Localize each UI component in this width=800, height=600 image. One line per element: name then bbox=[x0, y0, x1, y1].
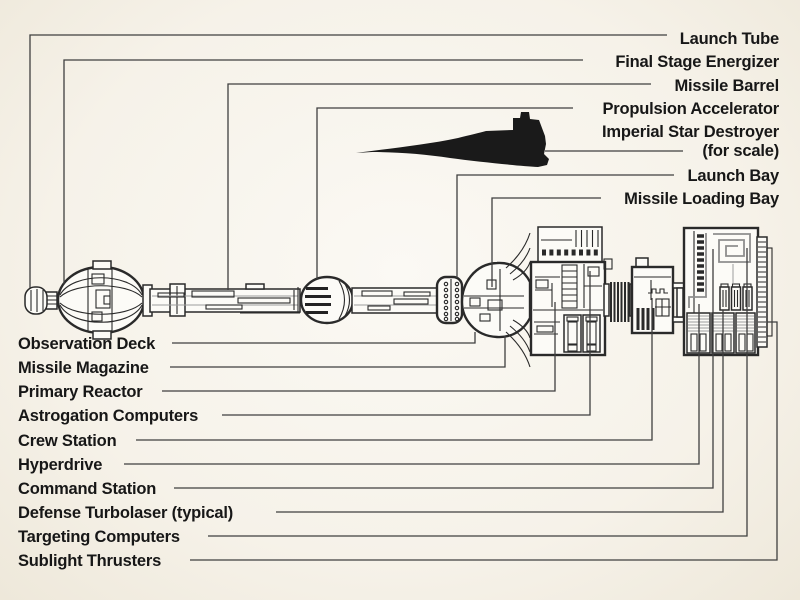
label-primary-reactor: Primary Reactor bbox=[18, 383, 143, 401]
ibeam-connector bbox=[672, 282, 687, 323]
weapon-ship-drawing bbox=[24, 226, 773, 368]
reactor-superstructure-block bbox=[529, 226, 613, 357]
leader-final-stage-energizer bbox=[63, 59, 583, 284]
leader-targeting-computers bbox=[208, 248, 748, 537]
label-missile-magazine: Missile Magazine bbox=[18, 359, 149, 377]
launch-tube-muzzle-dome bbox=[24, 286, 58, 315]
leader-command-station bbox=[174, 249, 714, 489]
leader-lines bbox=[29, 34, 778, 561]
label-imperial-star-destroyer: Imperial Star Destroyer bbox=[602, 123, 780, 141]
label-propulsion-accelerator: Propulsion Accelerator bbox=[602, 100, 779, 118]
sublight-thruster-plate bbox=[756, 236, 773, 348]
leader-observation-deck bbox=[172, 332, 476, 344]
label-command-station: Command Station bbox=[18, 480, 156, 498]
leader-astrogation-computers bbox=[222, 271, 591, 416]
leader-missile-loading-bay bbox=[491, 197, 601, 287]
leader-defense-turbolaser bbox=[276, 310, 724, 513]
leader-propulsion-accelerator bbox=[316, 107, 573, 279]
leader-crew-station bbox=[136, 298, 653, 441]
missile-barrel-right-section bbox=[351, 287, 441, 314]
label-hyperdrive: Hyperdrive bbox=[18, 456, 102, 474]
command-systems-block bbox=[682, 226, 760, 357]
label-crew-station: Crew Station bbox=[18, 432, 117, 450]
label-for-scale: (for scale) bbox=[702, 142, 779, 160]
bellows-connector bbox=[603, 282, 635, 322]
leader-missile-magazine bbox=[170, 336, 506, 368]
leader-launch-tube bbox=[29, 34, 667, 288]
launch-bay-drum bbox=[435, 275, 464, 325]
label-sublight-thrusters: Sublight Thrusters bbox=[18, 552, 161, 570]
label-targeting-computers: Targeting Computers bbox=[18, 528, 180, 546]
label-missile-loading-bay: Missile Loading Bay bbox=[624, 190, 780, 208]
leader-sublight-thrusters bbox=[190, 321, 778, 561]
label-observation-deck: Observation Deck bbox=[18, 335, 156, 353]
label-astrogation-computers: Astrogation Computers bbox=[18, 407, 198, 425]
leader-primary-reactor bbox=[162, 302, 556, 392]
leader-launch-bay bbox=[456, 174, 674, 278]
final-stage-energizer-bulb bbox=[56, 260, 146, 340]
callout-labels: Launch Tube Final Stage Energizer Missil… bbox=[18, 30, 780, 570]
missile-loading-bay-egg bbox=[460, 232, 532, 368]
label-missile-barrel: Missile Barrel bbox=[674, 77, 779, 95]
leader-hyperdrive bbox=[124, 304, 700, 465]
label-final-stage-energizer: Final Stage Energizer bbox=[615, 53, 779, 71]
missile-barrel-left-section bbox=[142, 283, 301, 317]
label-launch-tube: Launch Tube bbox=[680, 30, 779, 48]
leader-missile-barrel bbox=[227, 83, 651, 290]
label-defense-turbolaser: Defense Turbolaser (typical) bbox=[18, 504, 233, 522]
propulsion-accelerator-bulge bbox=[293, 275, 355, 325]
label-launch-bay: Launch Bay bbox=[687, 167, 780, 185]
star-destroyer-silhouette bbox=[356, 112, 549, 167]
